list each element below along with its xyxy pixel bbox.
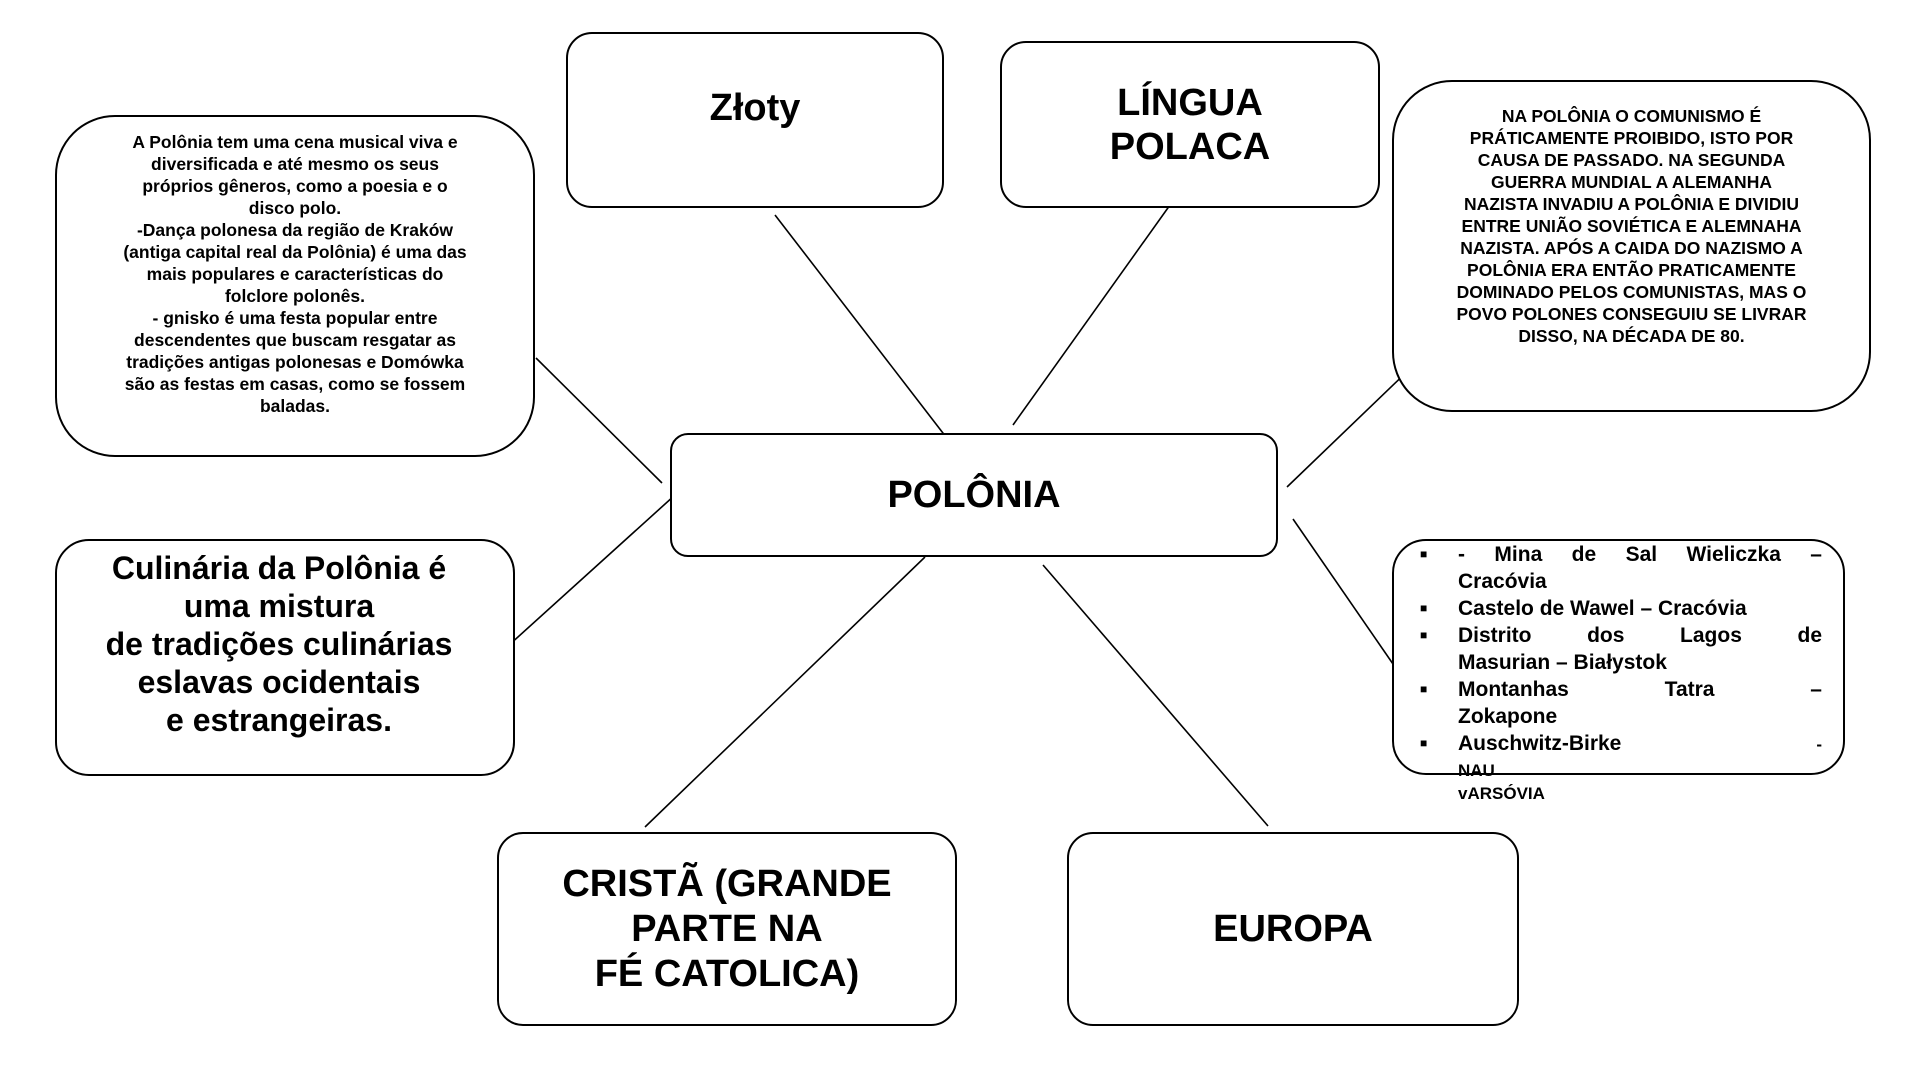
place-text: - Mina de Sal Wieliczka –	[1458, 543, 1822, 566]
music-text-line: mais populares e características do	[146, 264, 444, 284]
language-line: LÍNGUA	[1117, 81, 1263, 124]
place-text: Castelo de Wawel – Cracóvia	[1458, 597, 1747, 620]
continent-label: EUROPA	[1213, 907, 1373, 950]
cuisine-text-line: de tradições culinárias	[105, 625, 453, 662]
music-text-line: -Dança polonesa da região de Kraków	[136, 220, 454, 240]
religion-text-line: FÉ CATOLICA)	[594, 952, 860, 995]
connector-europe	[1042, 564, 1269, 827]
cuisine-text-line: Culinária da Polônia é	[111, 549, 447, 586]
music-text-line: tradições antigas polonesas e Domówka	[126, 352, 464, 372]
cuisine-text-line: uma mistura	[183, 587, 375, 624]
cuisine-node: Culinária da Polônia é uma mistura de tr…	[55, 539, 515, 776]
connector-zloty	[774, 214, 947, 438]
bullet-icon: ■	[1420, 547, 1428, 561]
connector-history	[1286, 362, 1417, 488]
place-text: Distrito dos Lagos de	[1458, 624, 1822, 647]
place-text: Montanhas Tatra –	[1458, 678, 1822, 701]
tourist-places-node: ■ - Mina de Sal Wieliczka – Cracóvia ■ C…	[1392, 539, 1845, 803]
language-node: LÍNGUA POLACA	[1000, 41, 1380, 208]
place-text: Auschwitz-Birke	[1458, 732, 1622, 755]
history-text-line: POLÔNIA ERA ENTÃO PRATICAMENTE	[1467, 260, 1796, 280]
music-text-line: baladas.	[259, 396, 331, 416]
bullet-icon: ■	[1420, 628, 1428, 642]
cuisine-text-line: e estrangeiras.	[166, 701, 392, 738]
religion-node: CRISTÃ (GRANDE PARTE NA FÉ CATOLICA)	[497, 832, 957, 1026]
connector-music	[535, 357, 663, 484]
central-topic-node: POLÔNIA	[670, 433, 1278, 557]
history-text-line: NA POLÔNIA O COMUNISMO É	[1501, 106, 1762, 126]
bullet-icon: ■	[1420, 682, 1428, 696]
religion-text-line: CRISTÃ (GRANDE	[562, 862, 892, 905]
history-text-line: DISSO, NA DÉCADA DE 80.	[1518, 326, 1745, 346]
history-text-line: DOMINADO PELOS COMUNISTAS, MAS O	[1456, 282, 1807, 302]
currency-label: Złoty	[709, 86, 801, 129]
connector-places	[1292, 518, 1394, 665]
music-text-line: A Polônia tem uma cena musical viva e	[132, 132, 458, 152]
place-text: Masurian – Białystok	[1458, 651, 1667, 674]
bullet-icon: ■	[1420, 736, 1428, 750]
music-text-line: folclore polonês.	[224, 286, 365, 306]
connector-lingua	[1012, 204, 1171, 426]
history-text-line: NAZISTA INVADIU A POLÔNIA E DIVIDIU	[1463, 194, 1800, 214]
cuisine-text-line: eslavas ocidentais	[137, 663, 421, 700]
continent-node: EUROPA	[1067, 832, 1519, 1026]
music-text-line: (antiga capital real da Polônia) é uma d…	[123, 242, 467, 262]
place-list-item: ■ Distrito dos Lagos de Masurian – Biały…	[1420, 622, 1822, 676]
religion-text-line: PARTE NA	[631, 907, 823, 950]
place-list-item: ■ Castelo de Wawel – Cracóvia	[1420, 595, 1822, 622]
place-list-item: ■ Montanhas Tatra – Zokapone	[1420, 676, 1822, 730]
place-text: Zokapone	[1458, 705, 1558, 728]
history-text-line: GUERRA MUNDIAL A ALEMANHA	[1491, 172, 1772, 192]
connector-religion	[644, 556, 926, 828]
history-node: NA POLÔNIA O COMUNISMO É PRÁTICAMENTE PR…	[1392, 80, 1871, 412]
history-text-line: CAUSA DE PASSADO. NA SEGUNDA	[1477, 150, 1786, 170]
music-text-line: próprios gêneros, como a poesia e o	[142, 176, 448, 196]
currency-node: Złoty	[566, 32, 944, 208]
central-topic-label: POLÔNIA	[887, 473, 1061, 516]
history-text-line: PRÁTICAMENTE PROIBIDO, ISTO POR	[1469, 128, 1794, 148]
music-text-line: disco polo.	[248, 198, 342, 218]
place-text: -	[1816, 735, 1822, 754]
connector-food	[507, 494, 676, 647]
music-text-line: são as festas em casas, como se fossem	[124, 374, 466, 394]
music-text-line: diversificada e até mesmo os seus	[151, 154, 439, 174]
place-text: Cracóvia	[1458, 570, 1547, 593]
music-text-line: descendentes que buscam resgatar as	[134, 330, 456, 350]
history-text-line: NAZISTA. APÓS A CAIDA DO NAZISMO A	[1460, 238, 1803, 258]
history-text-line: ENTRE UNIÃO SOVIÉTICA E ALEMNAHA	[1461, 216, 1802, 236]
music-text-line: - gnisko é uma festa popular entre	[152, 308, 438, 328]
history-text-line: POVO POLONES CONSEGUIU SE LIVRAR	[1456, 304, 1807, 324]
language-line: POLACA	[1109, 125, 1271, 168]
bullet-icon: ■	[1420, 601, 1428, 615]
place-text: NAU	[1458, 761, 1495, 780]
music-culture-node: A Polônia tem uma cena musical viva e di…	[55, 115, 535, 457]
place-text: vARSÓVIA	[1458, 784, 1545, 803]
place-list-item: ■ - Mina de Sal Wieliczka – Cracóvia	[1420, 541, 1822, 595]
